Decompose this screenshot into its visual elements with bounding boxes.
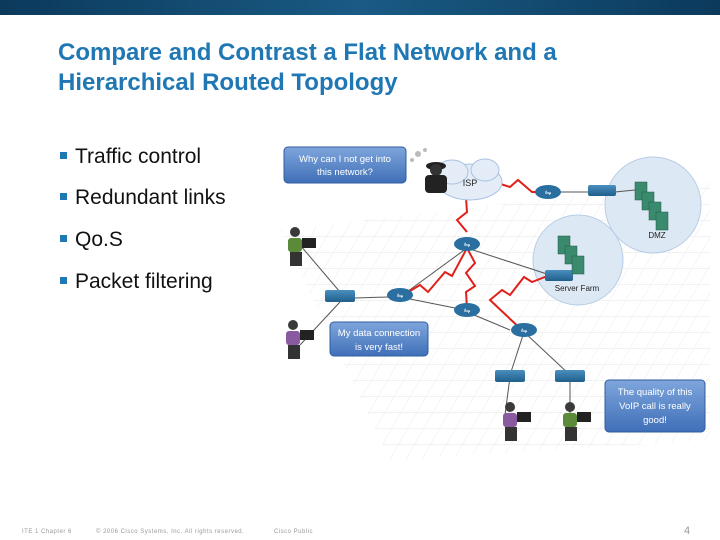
hacker-figure [410, 148, 447, 193]
bullet-text: Traffic control [75, 145, 202, 168]
callout-fast-data-line-1: My data connection [338, 328, 420, 339]
bullet-square-icon [60, 151, 67, 159]
footer-copyright: © 2006 Cisco Systems, Inc. All rights re… [96, 529, 245, 535]
callout-unable-to-connect-line-2: this network? [317, 167, 373, 178]
network-topology-diagram: ⇋ ⇋ ⇋ ⇋ ⇋ [280, 146, 710, 460]
bullet-square-icon [60, 234, 67, 242]
svg-text:⇋: ⇋ [464, 240, 471, 249]
callout-voip-quality: The quality of this VoIP call is really … [604, 379, 706, 433]
bullet-item: Qo.S [60, 228, 123, 252]
router-core: ⇋ [454, 237, 480, 251]
slide-title-line-1: Compare and Contrast a Flat Network and … [58, 39, 557, 66]
router-right: ⇋ [511, 323, 537, 337]
footer-chapter: ITE 1 Chapter 6 [22, 529, 72, 535]
switch-dmz [588, 185, 616, 196]
server-farm-servers [557, 235, 585, 275]
callout-voip-quality-line-1: The quality of this [618, 387, 693, 398]
router-left: ⇋ [387, 288, 413, 302]
footer-classification: Cisco Public [274, 529, 314, 535]
callout-unable-to-connect: Why can I not get into this network? [283, 146, 407, 184]
router-center: ⇋ [454, 303, 480, 317]
callout-fast-data: My data connection is very fast! [329, 321, 429, 357]
svg-text:⇋: ⇋ [545, 188, 552, 197]
callout-unable-to-connect-line-1: Why can I not get into [299, 154, 391, 165]
router-isp-edge: ⇋ [535, 185, 561, 199]
bullet-item: Redundant links [60, 186, 226, 210]
callout-fast-data-line-2: is very fast! [355, 342, 403, 353]
bullet-text: Packet filtering [75, 270, 213, 293]
isp-label: ISP [463, 178, 478, 188]
bullet-square-icon [60, 192, 67, 200]
slide-title-line-2: Hierarchical Routed Topology [58, 69, 398, 96]
bullet-text: Redundant links [75, 186, 226, 209]
user-workstation-top [288, 227, 316, 266]
user-workstation-mid [286, 320, 314, 359]
dmz-label: DMZ [648, 231, 665, 240]
user-workstation-bottom-right [563, 402, 591, 441]
svg-text:⇋: ⇋ [397, 291, 404, 300]
switch-bottom-right [555, 370, 585, 382]
bullet-item: Packet filtering [60, 270, 213, 294]
callout-voip-quality-line-3: good! [643, 415, 667, 426]
svg-text:⇋: ⇋ [464, 306, 471, 315]
switch-bottom-left [495, 370, 525, 382]
bullet-text: Qo.S [75, 228, 123, 251]
switch-left [325, 290, 355, 302]
page-number: 4 [684, 525, 691, 537]
top-brand-bar [0, 0, 720, 15]
svg-text:⇋: ⇋ [521, 326, 528, 335]
bullet-square-icon [60, 276, 67, 284]
user-workstation-bottom-left [503, 402, 531, 441]
bullet-item: Traffic control [60, 145, 201, 169]
callout-voip-quality-line-2: VoIP call is really [619, 401, 691, 412]
server-farm-label: Server Farm [555, 284, 600, 293]
switch-server-farm [545, 270, 573, 281]
dmz-servers [634, 181, 669, 231]
isp-cloud [435, 158, 503, 201]
slide-title: Compare and Contrast a Flat Network and … [58, 38, 698, 98]
